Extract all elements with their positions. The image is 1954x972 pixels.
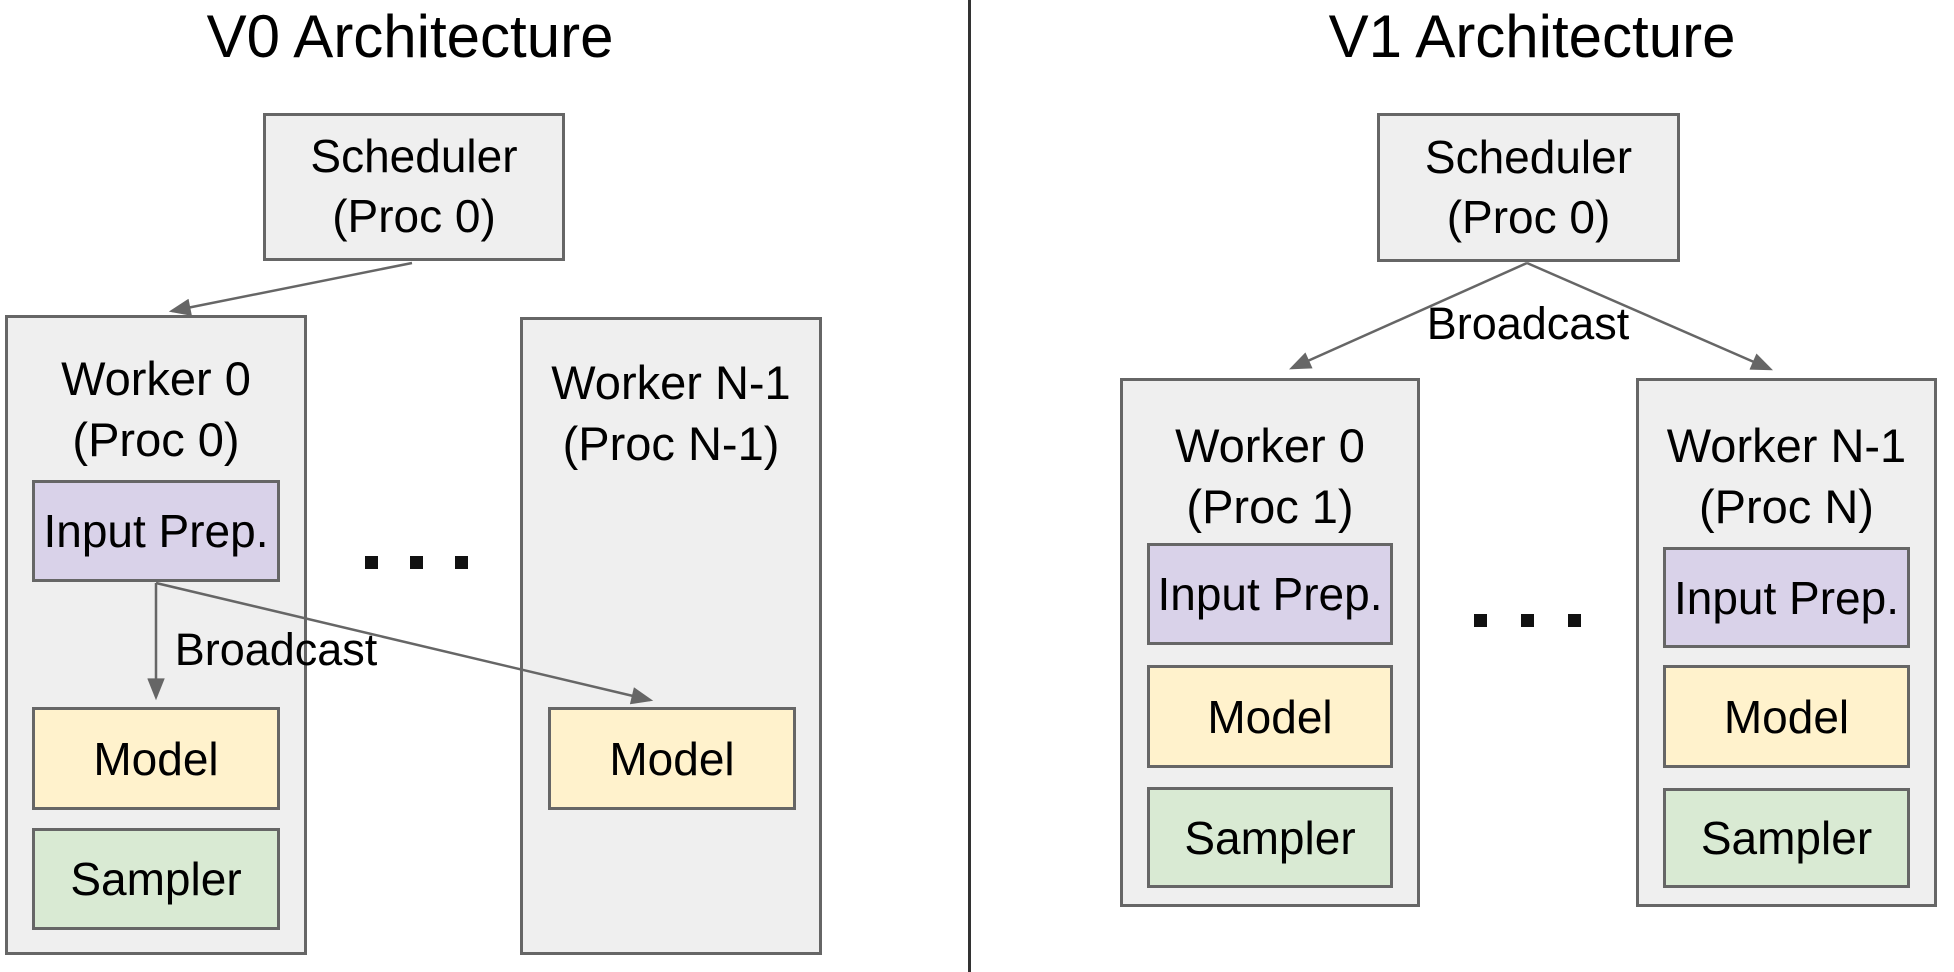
v0-scheduler-to-worker0-arrow — [168, 261, 413, 316]
v0-workerN-proc: (Proc N-1) — [562, 417, 780, 471]
v1-worker0-model-label: Model — [1207, 690, 1333, 743]
v1-workerN-model-label: Model — [1723, 690, 1850, 743]
v0-workerN-model-label: Model — [609, 732, 735, 785]
v1-title: V1 Architecture — [1328, 3, 1736, 70]
v1-workerN-input-prep-label: Input Prep. — [1673, 571, 1900, 624]
v0-scheduler-proc: (Proc 0) — [332, 190, 496, 242]
v1-scheduler-proc: (Proc 0) — [1446, 190, 1611, 243]
v1-workerN-input-prep-box: Input Prep. — [1663, 547, 1910, 648]
v1-worker0-input-prep-box: Input Prep. — [1147, 543, 1393, 645]
v0-worker0-input-prep-label: Input Prep. — [43, 505, 269, 557]
v0-worker0-sampler-box: Sampler — [32, 828, 280, 930]
v0-worker0-input-prep-box: Input Prep. — [32, 480, 280, 582]
v1-workerN-name: Worker N-1 — [1666, 419, 1907, 472]
v1-worker0-sampler-box: Sampler — [1147, 787, 1393, 888]
v1-scheduler-box: Scheduler (Proc 0) — [1377, 113, 1680, 262]
v0-worker0-proc: (Proc 0) — [72, 413, 240, 467]
v0-worker0-model-label: Model — [93, 732, 219, 785]
v0-workerN-model-box: Model — [548, 707, 796, 810]
v0-workerN-name: Worker N-1 — [551, 356, 791, 409]
v0-workerN-box: Worker N-1 (Proc N-1) Model — [520, 317, 822, 955]
v1-ellipsis-icon — [1474, 614, 1581, 627]
v1-workerN-sampler-label: Sampler — [1700, 812, 1873, 864]
v1-worker0-proc: (Proc 1) — [1186, 480, 1354, 534]
v0-scheduler-box: Scheduler (Proc 0) — [263, 113, 565, 261]
v0-broadcast-label: Broadcast — [174, 624, 378, 675]
v1-worker0-input-prep-label: Input Prep. — [1157, 568, 1383, 620]
v0-worker0-model-box: Model — [32, 707, 280, 810]
v0-ellipsis-icon — [365, 556, 468, 569]
v1-workerN-box: Worker N-1 (Proc N) Input Prep. Model Sa… — [1636, 378, 1937, 907]
v1-workerN-model-box: Model — [1663, 665, 1910, 768]
panel-divider — [968, 0, 971, 972]
v1-worker0-name: Worker 0 — [1175, 419, 1365, 472]
v1-worker0-sampler-label: Sampler — [1184, 811, 1356, 864]
v1-broadcast-label: Broadcast — [1426, 298, 1630, 349]
v1-workerN-sampler-box: Sampler — [1663, 788, 1910, 888]
v0-title: V0 Architecture — [206, 3, 614, 70]
v1-scheduler-name: Scheduler — [1424, 130, 1633, 183]
v0-worker0-name: Worker 0 — [61, 352, 251, 405]
v1-worker0-box: Worker 0 (Proc 1) Input Prep. Model Samp… — [1120, 378, 1420, 907]
v0-scheduler-name: Scheduler — [310, 130, 518, 183]
v1-worker0-model-box: Model — [1147, 665, 1393, 768]
v1-workerN-proc: (Proc N) — [1699, 480, 1874, 534]
v0-worker0-sampler-label: Sampler — [70, 853, 242, 905]
